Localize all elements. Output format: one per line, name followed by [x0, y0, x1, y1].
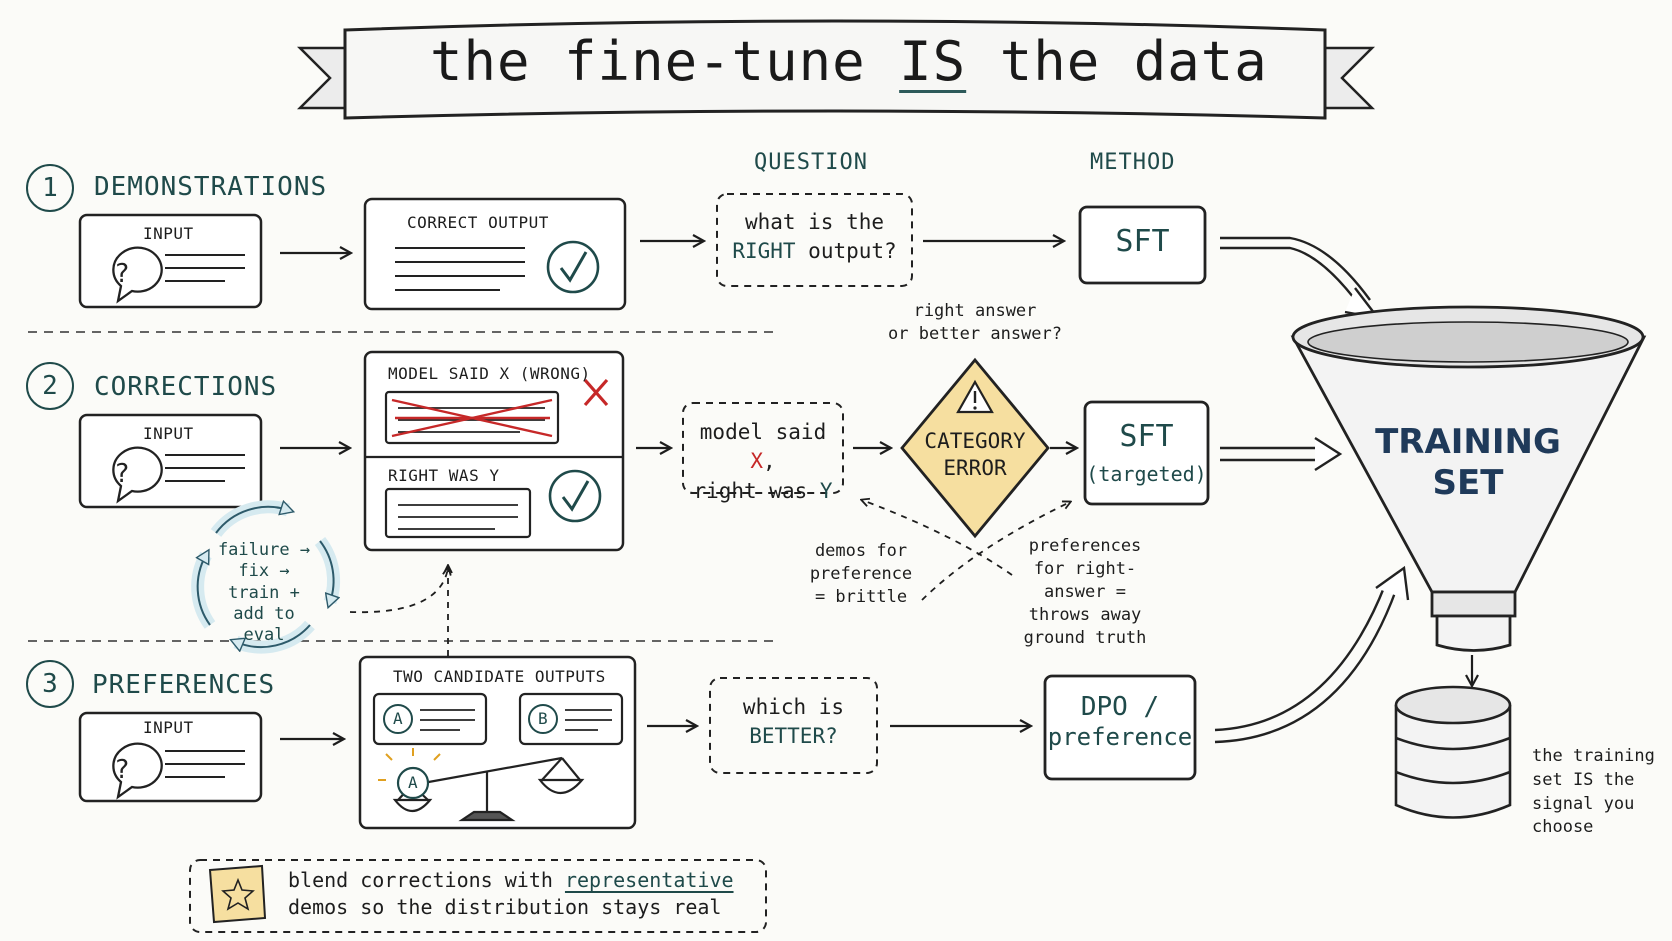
question-corrections: model said X, right was Y	[683, 418, 843, 506]
title-text-post: the data	[966, 30, 1268, 93]
method-dpo: DPO /preference	[1045, 692, 1195, 753]
input-label: INPUT	[143, 424, 194, 443]
question-text: output?	[795, 239, 897, 264]
question-text: what is the	[744, 210, 885, 234]
warning-icon	[900, 357, 1050, 539]
training-set-line: SET	[1432, 462, 1504, 503]
double-arrow	[1214, 236, 1410, 744]
question-highlight: BETTER?	[749, 724, 838, 749]
question-box	[682, 402, 844, 494]
svg-text:?: ?	[114, 459, 130, 489]
row-number-3: 3	[26, 660, 74, 708]
question-box	[716, 193, 913, 287]
svg-text:?: ?	[114, 755, 130, 785]
row-label-demonstrations: DEMONSTRATIONS	[94, 172, 328, 202]
sticky-note-star-icon	[208, 864, 267, 924]
column-header-question: QUESTION	[754, 150, 868, 175]
category-error-label: CATEGORY ERROR	[902, 428, 1048, 483]
question-text: model said	[699, 420, 827, 444]
cross-icon	[583, 378, 609, 407]
check-icon	[548, 469, 602, 523]
input-label: INPUT	[143, 718, 194, 737]
method-main: SFT	[1119, 419, 1174, 454]
text-lines	[165, 254, 245, 778]
note-preferences-for-right-answer: preferences for right-answer = throws aw…	[1023, 536, 1147, 648]
row-label-corrections: CORRECTIONS	[94, 372, 278, 402]
dashed-arrow	[862, 500, 1070, 601]
row-number-2: 2	[26, 362, 74, 410]
feedback-cycle	[191, 507, 334, 654]
svg-text:?: ?	[114, 259, 130, 289]
balance-scale-icon	[378, 748, 585, 822]
question-highlight: RIGHT	[732, 239, 796, 264]
question-y: Y	[819, 478, 833, 503]
method-line: preference	[1047, 722, 1193, 751]
method-box-sft-targeted	[1083, 400, 1210, 506]
tip-text-post: demos so the distribution stays real	[288, 895, 722, 919]
question-text: right was	[693, 478, 820, 503]
wrong-output-label: MODEL SAID X (WRONG)	[388, 364, 591, 383]
candidate-outputs-label: TWO CANDIDATE OUTPUTS	[393, 667, 606, 686]
flow-arrow	[280, 726, 1030, 739]
training-set-line: TRAINING	[1375, 422, 1561, 462]
method-sft-targeted: SFT (targeted)	[1085, 419, 1208, 489]
option-a: A	[393, 709, 404, 728]
title-text-pre: the fine-tune	[430, 30, 900, 93]
database-icon	[1394, 685, 1512, 819]
tip-text-pre: blend corrections with	[288, 868, 565, 892]
winner-a: A	[408, 773, 419, 792]
question-box	[709, 677, 878, 774]
question-text: ,	[763, 449, 776, 474]
cycle-label: failure → fix → train + add to eval	[217, 540, 311, 645]
tip-underlined: representative	[564, 868, 734, 892]
side-note: the training set IS the signal you choos…	[1532, 746, 1655, 838]
method-sub: (targeted)	[1086, 461, 1207, 486]
method-box-sft	[1078, 205, 1207, 285]
question-mark: ???	[114, 259, 130, 785]
warning-question-line: right answer	[913, 301, 1037, 321]
flow-arrow	[280, 241, 1063, 253]
dashed-arrow	[349, 568, 448, 614]
question-preferences: which is BETTER?	[710, 693, 877, 752]
right-output-label: RIGHT WAS Y	[388, 466, 500, 485]
tip-box	[189, 859, 767, 933]
row-label-preferences: PREFERENCES	[92, 670, 276, 700]
check-icon	[546, 240, 600, 294]
correct-output-label: CORRECT OUTPUT	[407, 213, 549, 232]
input-label: INPUT	[143, 224, 194, 243]
column-header-method: METHOD	[1090, 150, 1176, 175]
method-box-dpo	[1043, 674, 1197, 781]
method-sft: SFT	[1115, 224, 1170, 259]
method-line: DPO /	[1080, 692, 1160, 722]
question-x: X	[750, 449, 763, 474]
category-error-line: ERROR	[943, 456, 1007, 481]
warning-question-line: or better answer?	[888, 323, 1062, 344]
question-text: which is	[742, 695, 845, 719]
tip-text: blend corrections with representative de…	[288, 867, 758, 921]
option-b: B	[538, 709, 549, 728]
title-emphasis: IS	[899, 30, 967, 93]
input-card	[78, 213, 263, 803]
question-bubble-icon	[112, 246, 163, 800]
note-demos-for-preference: demos for preference = brittle	[809, 541, 913, 607]
category-error-line: CATEGORY	[924, 429, 1026, 453]
funnel	[1290, 305, 1647, 652]
row-number-1: 1	[26, 164, 74, 212]
title-ribbon	[296, 19, 1376, 120]
page-title: the fine-tune IS the data	[430, 30, 1268, 93]
